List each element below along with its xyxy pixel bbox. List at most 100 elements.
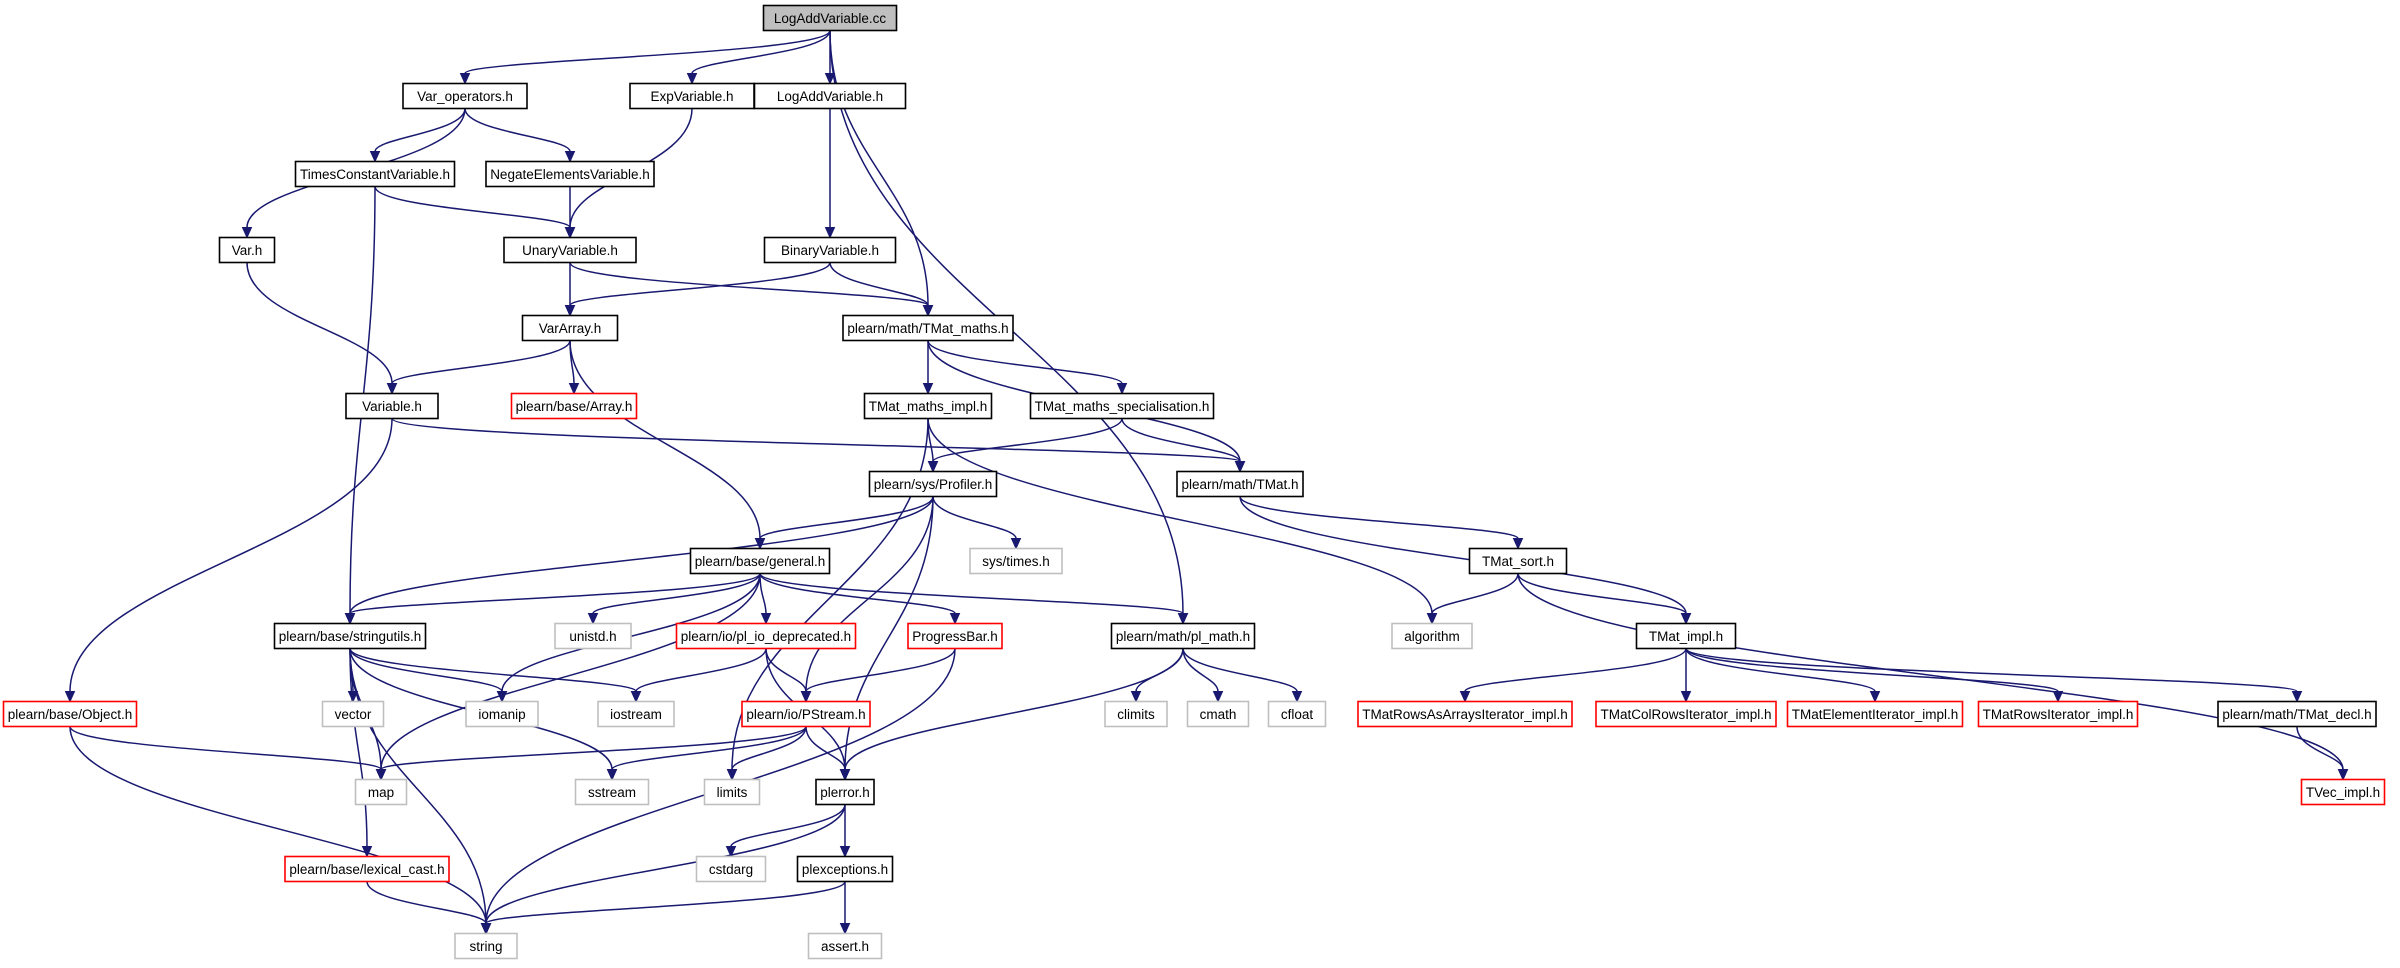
arrowhead-icon: [369, 151, 381, 163]
arrowhead-icon: [386, 383, 398, 395]
node-binaryvariable-h[interactable]: BinaryVariable.h: [763, 236, 897, 264]
node-cstdarg[interactable]: cstdarg: [695, 855, 767, 883]
node-box: [284, 855, 450, 883]
node-iomanip[interactable]: iomanip: [465, 700, 539, 728]
arrowhead-icon: [726, 769, 738, 781]
edge-plearn-base-object-h-to-string: [69, 726, 492, 935]
node-tmat-maths-impl-h[interactable]: TMat_maths_impl.h: [863, 392, 993, 420]
node-box: [796, 855, 894, 883]
node-tmatrowsiterator-impl-h[interactable]: TMatRowsIterator_impl.h: [1977, 700, 2139, 728]
arrowhead-icon: [839, 846, 851, 858]
arrowhead-icon: [480, 923, 492, 935]
node-box: [321, 700, 385, 728]
node-limits[interactable]: limits: [703, 778, 761, 806]
arrowhead-icon: [459, 73, 471, 85]
node-logaddvariable-cc[interactable]: LogAddVariable.cc: [762, 4, 898, 32]
node-box: [675, 622, 857, 650]
node-tmatelementiterator-impl-h[interactable]: TMatElementIterator_impl.h: [1786, 700, 1964, 728]
edge-variable-h-to-plearn-base-object-h: [64, 418, 393, 703]
node-box: [465, 700, 539, 728]
edge-plearn-base-object-h-to-map: [69, 726, 387, 781]
node-variable-h[interactable]: Variable.h: [345, 392, 439, 420]
node-box: [354, 778, 408, 806]
node-tmatrowsasarraysiterator-impl-h[interactable]: TMatRowsAsArraysIterator_impl.h: [1357, 700, 1573, 728]
node-unistd-h[interactable]: unistd.h: [554, 622, 632, 650]
edge-line: [374, 108, 466, 152]
arrowhead-icon: [1869, 691, 1881, 703]
node-cmath[interactable]: cmath: [1186, 700, 1250, 728]
node-box: [218, 236, 276, 264]
node-box: [741, 700, 871, 728]
node-plearn-math-pl-math-h[interactable]: plearn/math/pl_math.h: [1110, 622, 1256, 650]
arrowhead-icon: [760, 613, 772, 625]
edge-line: [731, 726, 807, 770]
node-plearn-base-lexical-cast-h[interactable]: plearn/base/lexical_cast.h: [284, 855, 450, 883]
node-algorithm[interactable]: algorithm: [1391, 622, 1473, 650]
node-vector[interactable]: vector: [321, 700, 385, 728]
node-assert-h[interactable]: assert.h: [807, 932, 883, 960]
node-string[interactable]: string: [454, 932, 518, 960]
node-label: plearn/math/TMat_decl.h: [2222, 707, 2371, 722]
edge-logaddvariable-cc-to-expvariable-h: [686, 30, 831, 85]
node-label: climits: [1117, 707, 1155, 722]
edge-line: [844, 496, 934, 770]
node-plearn-math-tmat-h[interactable]: plearn/math/TMat.h: [1176, 470, 1304, 498]
node-tmat-impl-h[interactable]: TMat_impl.h: [1635, 622, 1737, 650]
edge-line: [1182, 648, 1298, 692]
node-sstream[interactable]: sstream: [574, 778, 650, 806]
node-vararray-h[interactable]: VarArray.h: [521, 314, 619, 342]
node-tmatcolrowsiterator-impl-h[interactable]: TMatColRowsIterator_impl.h: [1595, 700, 1777, 728]
node-climits[interactable]: climits: [1104, 700, 1168, 728]
node-timesconstantvariable-h[interactable]: TimesConstantVariable.h: [294, 160, 456, 188]
node-plearn-math-tmat-maths-h[interactable]: plearn/math/TMat_maths.h: [842, 314, 1014, 342]
edge-plearn-math-tmat-h-to-tmat-sort-h: [1239, 496, 1524, 550]
edge-line: [730, 804, 846, 847]
node-progressbar-h[interactable]: ProgressBar.h: [907, 622, 1003, 650]
node-unaryvariable-h[interactable]: UnaryVariable.h: [503, 236, 637, 264]
node-iostream[interactable]: iostream: [597, 700, 675, 728]
node-plearn-sys-profiler-h[interactable]: plearn/sys/Profiler.h: [868, 470, 998, 498]
edge-plearn-math-tmat-maths-h-to-tmat-maths-impl-h: [922, 340, 934, 395]
node-cfloat[interactable]: cfloat: [1267, 700, 1327, 728]
edge-unaryvariable-h-to-plearn-math-tmat-maths-h: [569, 262, 934, 317]
node-tmat-maths-specialisation-h[interactable]: TMat_maths_specialisation.h: [1029, 392, 1215, 420]
edge-plearn-base-stringutils-h-to-iostream: [349, 648, 642, 703]
node-plearn-base-stringutils-h[interactable]: plearn/base/stringutils.h: [273, 622, 427, 650]
arrowhead-icon: [2052, 691, 2064, 703]
node-plearn-math-tmat-decl-h[interactable]: plearn/math/TMat_decl.h: [2217, 700, 2377, 728]
node-plerror-h[interactable]: plerror.h: [815, 778, 875, 806]
node-plearn-io-pl-io-deprecated-h[interactable]: plearn/io/pl_io_deprecated.h: [675, 622, 857, 650]
edge-tmat-impl-h-to-plearn-math-tmat-decl-h: [1685, 647, 2303, 703]
node-tmat-sort-h[interactable]: TMat_sort.h: [1468, 547, 1568, 575]
node-label: BinaryVariable.h: [781, 243, 879, 258]
edge-timesconstantvariable-h-to-unaryvariable-h: [374, 186, 576, 239]
node-label: map: [368, 785, 394, 800]
edge-line: [759, 572, 1184, 615]
edge-line: [246, 262, 393, 384]
edge-plearn-base-general-h-to-progressbar-h: [759, 573, 961, 625]
node-label: Variable.h: [362, 399, 422, 414]
arrowhead-icon: [949, 613, 961, 625]
node-negateelementsvariable-h[interactable]: NegateElementsVariable.h: [485, 160, 655, 188]
node-var-h[interactable]: Var.h: [218, 236, 276, 264]
node-label: TVec_impl.h: [2306, 785, 2380, 800]
arrowhead-icon: [1426, 613, 1438, 625]
edge-tmat-maths-specialisation-h-to-plearn-sys-profiler-h: [927, 418, 1123, 473]
node-plearn-base-array-h[interactable]: plearn/base/Array.h: [510, 392, 638, 420]
node-map[interactable]: map: [354, 778, 408, 806]
edge-line: [1685, 647, 2298, 693]
node-plearn-base-object-h[interactable]: plearn/base/Object.h: [2, 700, 138, 728]
node-var-operators-h[interactable]: Var_operators.h: [402, 82, 528, 110]
node-plexceptions-h[interactable]: plexceptions.h: [796, 855, 894, 883]
node-label: plearn/math/TMat.h: [1181, 477, 1298, 492]
node-label: ExpVariable.h: [650, 89, 733, 104]
node-logaddvariable-h[interactable]: LogAddVariable.h: [753, 82, 907, 110]
edge-line: [1685, 648, 1876, 693]
node-box: [1186, 700, 1250, 728]
node-expvariable-h[interactable]: ExpVariable.h: [629, 82, 755, 110]
node-sys-times-h[interactable]: sys/times.h: [969, 547, 1063, 575]
node-plearn-base-general-h[interactable]: plearn/base/general.h: [689, 547, 831, 575]
node-plearn-io-pstream-h[interactable]: plearn/io/PStream.h: [741, 700, 871, 728]
node-tvec-impl-h[interactable]: TVec_impl.h: [2300, 778, 2386, 806]
